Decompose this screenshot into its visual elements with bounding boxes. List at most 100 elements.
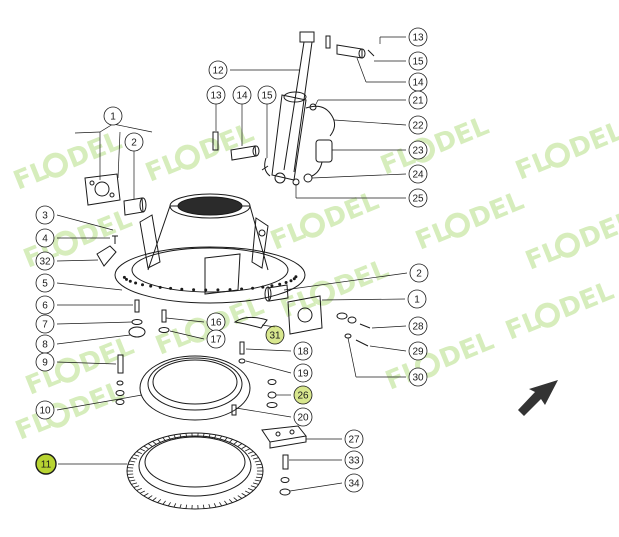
callout-circle	[409, 263, 429, 283]
callout-13: 13	[206, 85, 226, 105]
leader-line	[283, 272, 408, 291]
callout-number: 9	[42, 358, 48, 369]
callout-number: 10	[39, 406, 51, 417]
parts-layer	[84, 31, 375, 510]
leader-line	[321, 298, 406, 301]
callout-circle	[208, 60, 228, 80]
callout-24: 24	[408, 164, 428, 184]
callout-number: 13	[412, 33, 424, 44]
callout-circle	[35, 352, 55, 372]
leader-line	[356, 57, 367, 83]
callout-circle	[408, 341, 428, 361]
callout-circle	[103, 106, 123, 126]
watermark-layer: FLDELFLDELFLDELFLDELFLDELFLDELFLDELFLDEL…	[9, 111, 619, 446]
callout-number: 8	[42, 340, 48, 351]
gear-icon	[42, 152, 68, 178]
callout-23: 23	[408, 140, 428, 160]
callout-number: 23	[412, 146, 424, 157]
callout-15: 15	[257, 85, 277, 105]
callout-number: 15	[261, 91, 273, 102]
top-pin	[325, 35, 375, 59]
callout-number: 31	[269, 331, 281, 342]
callout-16: 16	[206, 312, 226, 332]
leader-line	[56, 361, 117, 365]
callout-circle	[35, 273, 55, 293]
watermark-text: DEL	[320, 186, 383, 235]
callout-circle	[408, 115, 428, 135]
callout-circle	[293, 385, 313, 405]
callout-number: 13	[210, 91, 222, 102]
main-housing	[114, 193, 306, 304]
leader-line	[56, 394, 143, 411]
callout-circle	[257, 85, 277, 105]
leader-line	[56, 321, 133, 325]
leader-line	[56, 282, 123, 291]
callout-circle	[408, 90, 428, 110]
callout-number: 14	[412, 78, 424, 89]
callout-number: 18	[297, 347, 309, 358]
callout-32: 32	[35, 251, 55, 271]
callout-circle	[124, 132, 144, 152]
callout-22: 22	[408, 115, 428, 135]
callout-number: 15	[412, 57, 424, 68]
callout-circle	[35, 295, 55, 315]
callout-8: 8	[35, 334, 55, 354]
callout-7: 7	[35, 314, 55, 334]
leader-line	[333, 119, 407, 126]
leader-line	[56, 214, 114, 231]
callout-6: 6	[35, 295, 55, 315]
gear-icon	[299, 212, 325, 238]
callout-circle	[408, 164, 428, 184]
callout-circle	[35, 314, 55, 334]
callout-number: 19	[297, 369, 309, 380]
callout-circle	[232, 85, 252, 105]
callout-30: 30	[408, 367, 428, 387]
callout-number: 7	[42, 320, 48, 331]
callout-number: 11	[41, 460, 52, 471]
leader-line	[165, 317, 205, 323]
callout-circle	[293, 341, 313, 361]
callout-1: 1	[103, 106, 123, 126]
callout-21: 21	[408, 90, 428, 110]
callout-number: 2	[416, 269, 422, 280]
callout-circle	[35, 453, 57, 475]
clamp-block	[261, 425, 307, 496]
callout-number: 16	[210, 318, 222, 329]
callout-number: 28	[412, 322, 424, 333]
callout-20: 20	[293, 407, 313, 427]
callout-number: 4	[42, 234, 48, 245]
callout-circle	[35, 205, 55, 225]
callout-circle	[408, 316, 428, 336]
watermark-text: DEL	[430, 111, 493, 160]
watermark-text: DEL	[575, 206, 619, 255]
callout-circle	[408, 51, 428, 71]
callout-number: 17	[210, 335, 222, 346]
callout-17: 17	[206, 329, 226, 349]
callout-number: 14	[236, 91, 248, 102]
callout-5: 5	[35, 273, 55, 293]
callout-27: 27	[344, 429, 364, 449]
callout-circle	[408, 188, 428, 208]
callout-circle	[344, 429, 364, 449]
leader-line	[245, 360, 292, 374]
callout-circle	[35, 400, 55, 420]
gear-icon	[174, 144, 200, 170]
gear-icon	[534, 302, 560, 328]
callout-layer: 1122345678910111213131414151516171819202…	[35, 27, 429, 493]
callout-9: 9	[35, 352, 55, 372]
callout-circle	[293, 407, 313, 427]
callout-34: 34	[344, 473, 364, 493]
callout-circle	[35, 228, 55, 248]
callout-number: 34	[348, 479, 360, 490]
gear-ring	[126, 432, 264, 510]
leader-line	[245, 348, 292, 352]
